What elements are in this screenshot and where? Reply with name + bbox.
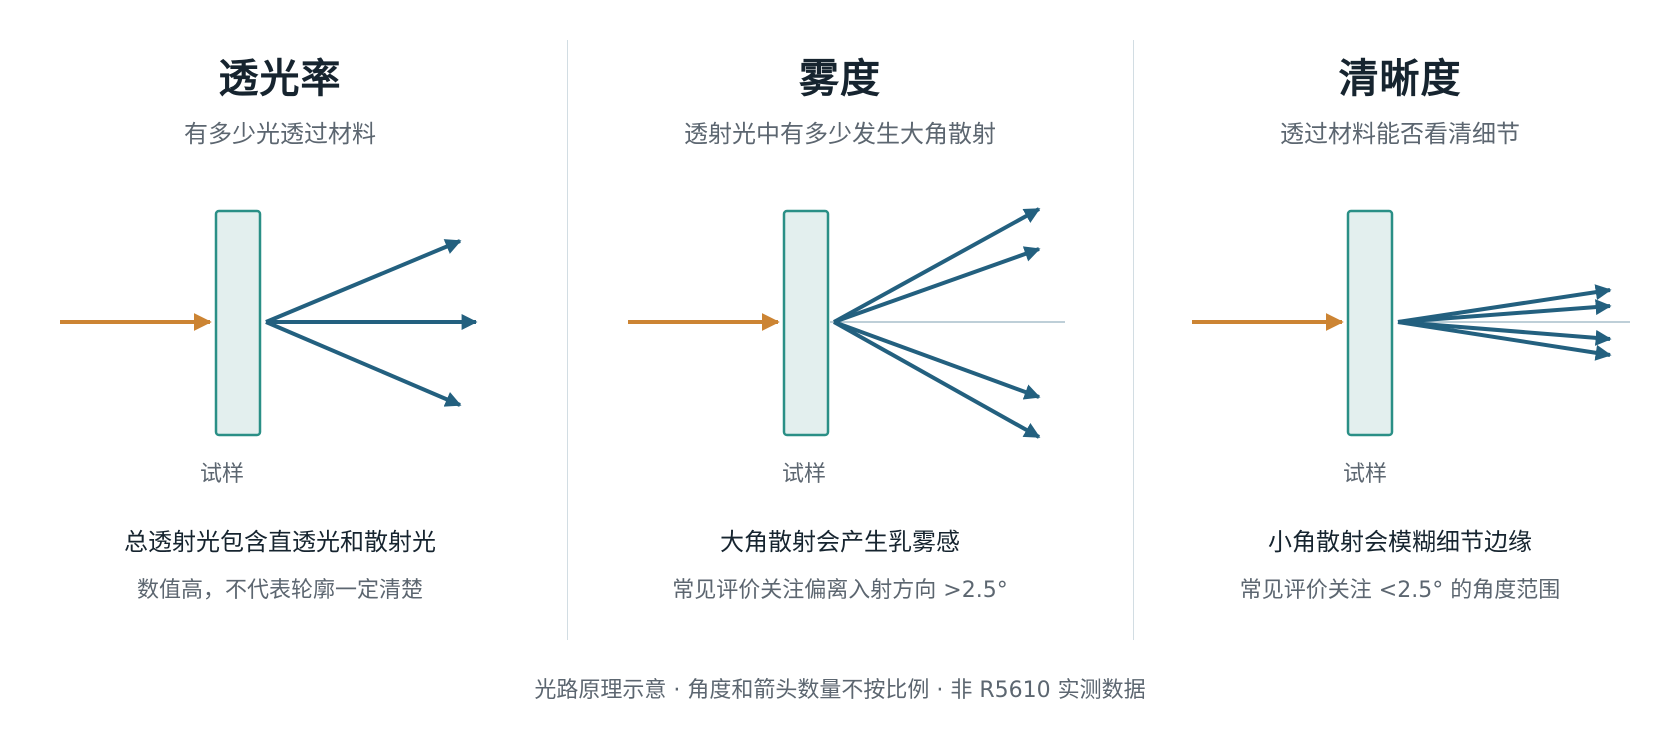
scattered-ray-3: [833, 320, 1041, 400]
clarity-diagram: [1192, 209, 1630, 437]
panel-note-secondary: 数值高，不代表轮廓一定清楚: [136, 578, 423, 603]
sample-label: 试样: [199, 462, 244, 487]
transmittance-diagram: [60, 209, 478, 437]
panel-subtitle: 透过材料能否看清细节: [1280, 120, 1520, 148]
panel-clarity: 清晰度 透过材料能否看清细节 试样 小角散射会模糊细节边缘 常见评价关注 <2.…: [1120, 0, 1680, 640]
panel-note-primary: 总透射光包含直透光和散射光: [124, 528, 436, 556]
panel-note-primary: 小角散射会模糊细节边缘: [1268, 528, 1532, 556]
haze-diagram: [628, 207, 1065, 439]
sample: [782, 209, 830, 437]
panel-note-primary: 大角散射会产生乳雾感: [720, 528, 960, 556]
sample-label: 试样: [781, 462, 826, 487]
panel-haze: 雾度 透射光中有多少发生大角散射 试样 大角散射会产生乳雾感 常见评价关注偏离入…: [560, 0, 1120, 640]
panel-title: 清晰度: [1338, 56, 1462, 102]
panel-note-secondary: 常见评价关注偏离入射方向 >2.5°: [672, 578, 1008, 603]
scattered-ray-3: [1397, 320, 1612, 346]
scattered-ray-4: [833, 320, 1041, 439]
panel-note-secondary: 常见评价关注 <2.5° 的角度范围: [1239, 578, 1561, 603]
scattered-ray-1: [1397, 284, 1612, 324]
scattered-ray-up: [265, 239, 462, 324]
sample: [214, 209, 262, 437]
panel-title: 透光率: [218, 56, 342, 102]
scattered-ray-1: [833, 207, 1041, 324]
panel-divider: [1133, 40, 1134, 640]
panel-subtitle: 透射光中有多少发生大角散射: [684, 120, 996, 148]
scattered-ray-down: [265, 320, 462, 407]
scattered-ray-4: [1397, 320, 1612, 361]
sample-label: 试样: [1342, 462, 1387, 487]
panel-divider: [567, 40, 568, 640]
sample: [1346, 209, 1394, 437]
panel-subtitle: 有多少光透过材料: [184, 120, 376, 148]
scattered-ray-2: [833, 246, 1041, 324]
panel-transmittance: 透光率 有多少光透过材料 试样 总透射光包含直透光和散射光 数值高，不代表轮廓一…: [0, 0, 560, 640]
scattered-ray-2: [1397, 299, 1612, 324]
footer-note: 光路原理示意 · 角度和箭头数量不按比例 · 非 R5610 实测数据: [534, 678, 1146, 703]
panel-title: 雾度: [799, 56, 881, 102]
